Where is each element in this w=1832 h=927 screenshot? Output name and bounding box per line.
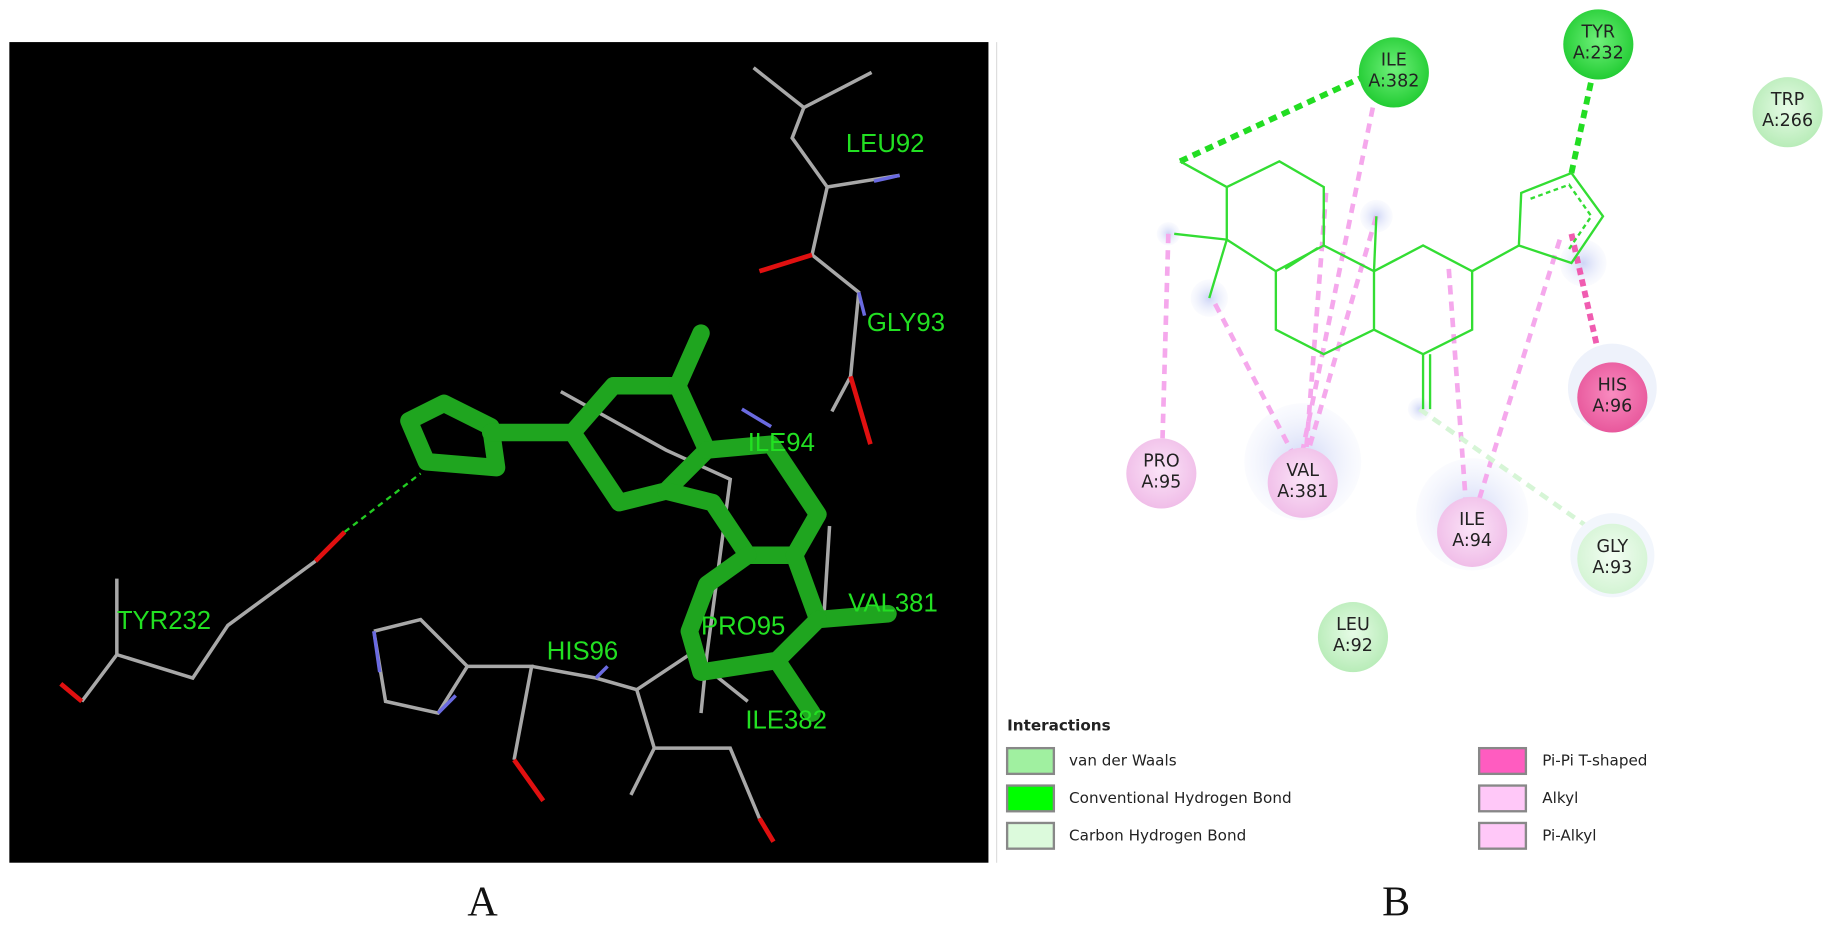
panel-label-b: B [1382, 879, 1410, 925]
hbond-lines [1178, 63, 1598, 174]
label-val381: VAL381 [848, 589, 938, 617]
label-ile382: ILE382 [745, 706, 826, 734]
legend-item-alkyl: Alkyl [1477, 784, 1578, 813]
svg-text:A:232: A:232 [1573, 43, 1624, 63]
svg-text:PRO: PRO [1143, 451, 1180, 471]
alkyl-interaction-lines [1160, 107, 1563, 516]
label-tyr232: TYR232 [117, 607, 211, 635]
legend: Interactions van der Waals Conventional … [996, 42, 1647, 863]
legend-item-conv-hbond: Conventional Hydrogen Bond [1005, 784, 1292, 813]
pi-pi-line [1568, 233, 1604, 364]
svg-text:Conventional Hydrogen Bond: Conventional Hydrogen Bond [1069, 789, 1292, 807]
panel-a-3d-view: LEU92 GLY93 ILE94 TYR232 HIS96 PRO95 VAL… [9, 42, 989, 863]
label-gly93: GLY93 [867, 309, 945, 337]
legend-item-carbon-hbond: Carbon Hydrogen Bond [1005, 821, 1246, 850]
svg-text:TYR: TYR [1581, 22, 1616, 42]
svg-text:A:92: A:92 [1333, 636, 1373, 656]
svg-text:A:381: A:381 [1277, 482, 1328, 502]
legend-item-vdw: van der Waals [1005, 746, 1177, 776]
carbon-hbond-line [1418, 407, 1597, 534]
svg-text:A:95: A:95 [1141, 472, 1181, 492]
label-pro95: PRO95 [701, 613, 785, 641]
svg-text:VAL: VAL [1286, 461, 1319, 481]
svg-text:Pi-Pi T-shaped: Pi-Pi T-shaped [1542, 752, 1647, 770]
svg-text:Alkyl: Alkyl [1542, 789, 1578, 807]
panel-label-a: A [467, 879, 498, 925]
interaction-halos [1156, 199, 1607, 571]
svg-text:LEU: LEU [1336, 615, 1370, 635]
svg-text:van der Waals: van der Waals [1069, 752, 1177, 770]
svg-text:A:266: A:266 [1762, 111, 1813, 131]
svg-text:A:94: A:94 [1452, 531, 1492, 551]
svg-text:GLY: GLY [1596, 537, 1628, 557]
ligand-sticks [400, 324, 897, 722]
nitrogen-bonds [372, 173, 901, 715]
hbond-dashed [343, 472, 422, 533]
legend-title: Interactions [1007, 717, 1111, 735]
svg-text:HIS: HIS [1598, 375, 1627, 395]
label-leu92: LEU92 [846, 130, 925, 158]
svg-text:Pi-Alkyl: Pi-Alkyl [1542, 826, 1596, 844]
svg-text:ILE: ILE [1459, 510, 1485, 530]
label-his96: HIS96 [547, 637, 618, 665]
svg-text:A:96: A:96 [1592, 396, 1632, 416]
oxygen-bonds [59, 252, 873, 843]
3d-residue-labels: LEU92 GLY93 ILE94 TYR232 HIS96 PRO95 VAL… [117, 130, 945, 734]
legend-item-pi-pi: Pi-Pi T-shaped [1477, 746, 1647, 776]
ligand-2d-structure [1174, 159, 1605, 410]
svg-text:Carbon Hydrogen Bond: Carbon Hydrogen Bond [1069, 826, 1246, 844]
svg-text:A:93: A:93 [1592, 558, 1632, 578]
svg-text:TRP: TRP [1770, 90, 1804, 110]
label-ile94: ILE94 [748, 429, 815, 457]
svg-text:ILE: ILE [1381, 50, 1407, 70]
svg-text:A:382: A:382 [1368, 72, 1419, 92]
legend-item-pi-alkyl: Pi-Alkyl [1477, 821, 1596, 850]
